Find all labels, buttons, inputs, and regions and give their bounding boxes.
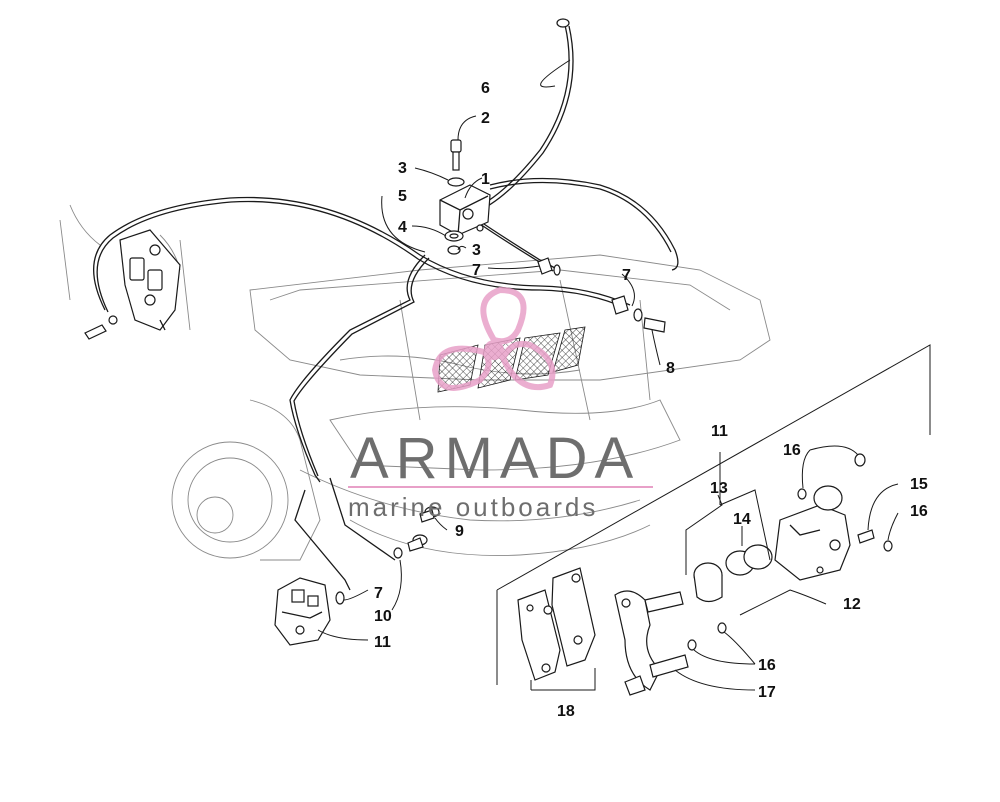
junction-block: [439, 184, 491, 236]
callout-labels: 6 2 3 1 5 4 3 7 7 8 11 16 15 13 16 14 9 …: [374, 80, 928, 720]
callout-7-right: 7: [622, 267, 631, 284]
fitting-7-center: [537, 257, 561, 276]
caliper-bracket-17: [614, 590, 689, 696]
callout-18: 18: [557, 703, 575, 720]
leader-lines: [317, 59, 899, 691]
callout-3-bottom: 3: [472, 242, 481, 259]
bolt-10: [393, 534, 428, 559]
callout-15: 15: [910, 476, 928, 493]
master-cylinder: [84, 229, 181, 340]
bleeder-15: [857, 529, 875, 544]
callout-8: 8: [666, 360, 675, 377]
callout-16-right: 16: [910, 503, 928, 520]
callout-2: 2: [481, 110, 490, 127]
watermark-divider: [348, 486, 653, 488]
watermark-title: ARMADA: [350, 426, 640, 491]
callout-12: 12: [843, 596, 861, 613]
callout-3-top: 3: [398, 160, 407, 177]
brake-hose-front-left: [289, 254, 430, 483]
callout-9: 9: [455, 523, 464, 540]
callout-13: 13: [710, 480, 728, 497]
watermark-subtitle: marine outboards: [348, 492, 598, 522]
callout-11-right: 11: [711, 423, 728, 440]
armada-logo: [431, 286, 556, 391]
caliper-body-12: [774, 485, 851, 581]
callout-5: 5: [398, 188, 407, 205]
callout-7-left: 7: [374, 585, 383, 602]
exploded-frame-lines: [496, 344, 931, 685]
callout-4: 4: [398, 219, 407, 236]
callout-11-left: 11: [374, 634, 391, 651]
callout-17: 17: [758, 684, 776, 701]
callout-14: 14: [733, 511, 751, 528]
callout-6: 6: [481, 80, 490, 97]
fitting-7-right: [611, 295, 666, 333]
piston-13: [693, 562, 723, 603]
callout-16-top: 16: [783, 442, 801, 459]
brake-hose-5: [93, 196, 631, 313]
callout-16-bottom: 16: [758, 657, 776, 674]
washers-16: [687, 453, 893, 651]
vehicle-frame-background: [59, 204, 771, 561]
bolt-9: [419, 506, 440, 523]
washer-7-left: [335, 591, 345, 605]
washer-3-bottom: [447, 245, 461, 255]
washer-4: [444, 230, 464, 242]
washer-3-top: [447, 177, 465, 187]
seals-14: [725, 544, 773, 576]
brake-line-rigid: [294, 477, 396, 591]
brake-pad-18: [517, 567, 596, 681]
bolt-2: [450, 139, 462, 171]
callout-1: 1: [481, 171, 490, 188]
caliper-left: [274, 577, 331, 646]
callout-7-center: 7: [472, 262, 481, 279]
callout-10: 10: [374, 608, 392, 625]
